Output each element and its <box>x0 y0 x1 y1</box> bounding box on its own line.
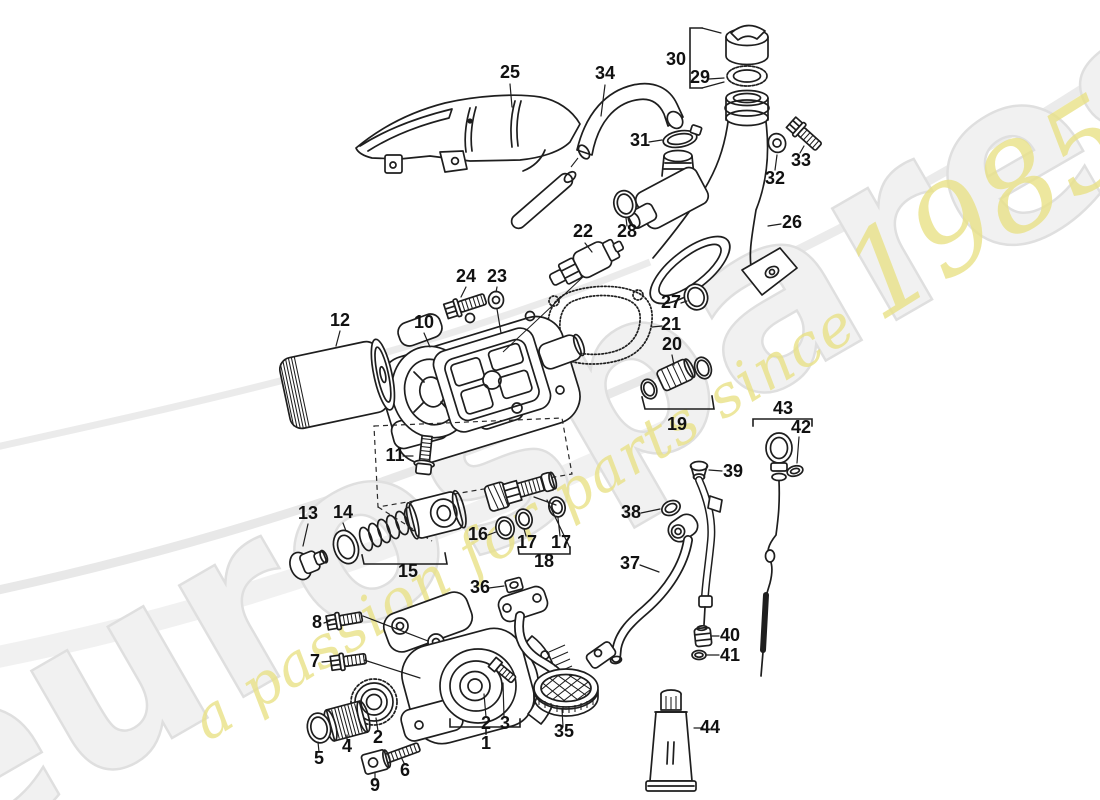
part-relief-valve-group <box>289 489 467 581</box>
part-seal-42 <box>786 464 804 478</box>
callout-15: 15 <box>398 561 418 581</box>
part-grommet-40 <box>693 624 713 648</box>
callout-11: 11 <box>385 445 404 465</box>
callout-9: 9 <box>370 775 380 795</box>
part-inner-gear-2 <box>350 678 398 726</box>
part-bolt-7 <box>329 652 368 672</box>
callout-17b: 17 <box>551 532 571 552</box>
callout-39: 39 <box>723 461 743 481</box>
callout-5: 5 <box>314 748 324 768</box>
part-filler-seal-29 <box>726 65 768 87</box>
part-valve-18-group <box>483 471 566 540</box>
callout-26: 26 <box>782 212 802 232</box>
callout-40: 40 <box>720 625 740 645</box>
leader-lines <box>302 27 805 781</box>
part-oring-27 <box>683 283 709 311</box>
part-dipstick-tube-39 <box>689 460 723 626</box>
callout-28: 28 <box>617 221 637 241</box>
callout-44: 44 <box>700 717 720 737</box>
callout-35: 35 <box>554 721 574 741</box>
part-washer-23 <box>487 290 505 310</box>
callout-1: 1 <box>481 733 491 753</box>
callout-29: 29 <box>690 67 710 87</box>
callout-13: 13 <box>298 503 318 523</box>
part-plug-20-group <box>640 356 713 400</box>
callout-16: 16 <box>468 524 488 544</box>
callout-brackets <box>361 27 813 735</box>
part-sealant-tube-44 <box>645 689 697 792</box>
callout-30: 30 <box>666 49 686 69</box>
callout-33: 33 <box>791 150 811 170</box>
callout-41: 41 <box>720 645 740 665</box>
callout-21: 21 <box>661 314 681 334</box>
callout-43: 43 <box>773 398 793 418</box>
callout-18: 18 <box>534 551 554 571</box>
callout-23: 23 <box>487 266 507 286</box>
callout-17a: 17 <box>517 532 537 552</box>
part-pickup-strainer-35 <box>497 576 599 717</box>
callout-32: 32 <box>765 168 785 188</box>
part-bolt-8 <box>325 611 364 631</box>
callout-37: 37 <box>620 553 640 573</box>
part-bolt-33 <box>785 116 822 151</box>
callout-2a: 2 <box>481 713 491 733</box>
callout-14: 14 <box>333 502 353 522</box>
part-pressure-switch-22 <box>548 238 625 286</box>
part-breather-hose-34 <box>510 82 684 230</box>
callout-25: 25 <box>500 62 520 82</box>
part-filler-neck-26 <box>649 89 798 305</box>
callout-2b: 2 <box>373 727 383 747</box>
callout-34: 34 <box>595 63 615 83</box>
callout-7: 7 <box>310 651 320 671</box>
callout-22: 22 <box>573 221 593 241</box>
watermark-swoosh <box>0 410 695 668</box>
part-oil-separator <box>627 149 710 230</box>
callout-6: 6 <box>400 760 410 780</box>
callout-36: 36 <box>470 577 490 597</box>
callout-24: 24 <box>456 266 476 286</box>
part-filler-cap-30 <box>725 24 769 66</box>
part-oring-28 <box>612 189 638 219</box>
part-bolt-11 <box>413 434 435 476</box>
callout-19: 19 <box>667 414 687 434</box>
callout-3: 3 <box>500 713 510 733</box>
part-spring <box>358 506 419 552</box>
part-washer-32 <box>767 132 787 154</box>
part-heat-shield-25 <box>355 94 581 174</box>
part-nut-36 <box>504 576 524 594</box>
assembly-boundary-dashed <box>373 417 573 542</box>
part-hose-clamp-31 <box>662 124 703 149</box>
part-seal-41 <box>691 649 707 661</box>
callout-12: 12 <box>330 310 350 330</box>
callout-38: 38 <box>621 502 641 522</box>
part-seal-ring-5 <box>306 712 332 744</box>
part-bolt-3 <box>487 656 517 684</box>
part-filter-console-10 <box>379 310 586 465</box>
part-dipstick-43 <box>760 432 793 677</box>
callout-10: 10 <box>414 312 434 332</box>
callout-27: 27 <box>661 292 681 312</box>
callout-8: 8 <box>312 612 322 632</box>
part-oil-pipe-37 <box>585 513 699 669</box>
callout-labels: 25 34 30 29 33 32 31 26 28 22 27 24 23 2… <box>298 49 811 795</box>
callout-20: 20 <box>662 334 682 354</box>
callout-4: 4 <box>342 736 352 756</box>
part-oil-filter-12 <box>278 338 396 430</box>
part-bolt-24 <box>442 293 488 320</box>
callout-31: 31 <box>630 130 650 150</box>
callout-42: 42 <box>791 417 811 437</box>
part-seal-38 <box>661 499 681 517</box>
part-sleeve-9 <box>360 749 392 775</box>
